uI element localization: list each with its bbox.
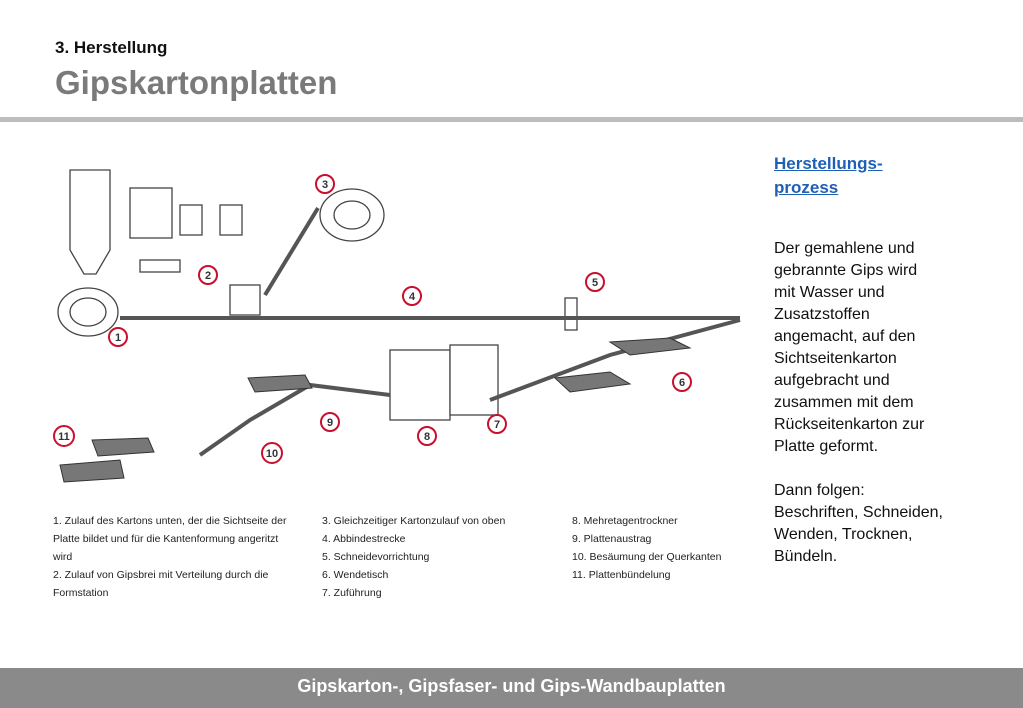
svg-text:1: 1 [115, 332, 121, 344]
footer-text: Gipskarton-, Gipsfaser- und Gips-Wandbau… [297, 676, 726, 696]
page-title: Gipskartonplatten [55, 64, 338, 101]
callout-7: 7 [487, 414, 507, 434]
small-tank-shape-2 [219, 204, 243, 236]
legend-line: 2. Zulauf von Gipsbrei mit Verteilung du… [53, 569, 269, 581]
bundle-stack [59, 459, 125, 483]
dryer-right [449, 344, 499, 416]
svg-text:4: 4 [409, 291, 416, 303]
svg-text:2: 2 [205, 270, 211, 282]
callout-6: 6 [672, 372, 692, 392]
svg-text:9: 9 [327, 417, 333, 429]
footer-bar: Gipskarton-, Gipsfaser- und Gips-Wandbau… [0, 668, 1023, 708]
turn-table-plate [608, 337, 692, 356]
callout-10: 10 [261, 442, 283, 464]
text-line: Sichtseitenkarton [774, 350, 897, 367]
text-line: mit Wasser und [774, 284, 885, 301]
sidebar-description: Der gemahlene und gebrannte Gips wird mi… [774, 238, 984, 590]
lower-roll-inner [69, 297, 107, 327]
svg-text:3: 3 [322, 179, 328, 191]
legend-line: 3. Gleichzeitiger Kartonzulauf von oben [322, 515, 506, 527]
legend-column-2: 3. Gleichzeitiger Kartonzulauf von oben … [322, 512, 505, 602]
text-line: Zusatzstoffen [774, 306, 870, 323]
legend-line: 10. Besäumung der Querkanten [572, 551, 722, 563]
callout-4: 4 [402, 286, 422, 306]
small-tank-shape [179, 204, 203, 236]
text-line: Wenden, Trocknen, [774, 526, 913, 543]
legend-line: 9. Plattenaustrag [572, 533, 652, 545]
legend-line: wird [53, 551, 73, 563]
callout-2: 2 [198, 265, 218, 285]
cutter-shape [564, 297, 578, 331]
sidebar-heading-line-1: Herstellungs- [774, 154, 883, 173]
feed-plate [553, 371, 632, 393]
legend-line: 5. Schneidevorrichtung [322, 551, 430, 563]
sidebar-heading[interactable]: Herstellungs- prozess [774, 152, 883, 200]
legend-column-1: 1. Zulauf des Kartons unten, der die Sic… [53, 512, 286, 602]
silo-shape [69, 169, 111, 275]
sidebar-paragraph-2: Dann folgen: Beschriften, Schneiden, Wen… [774, 480, 984, 568]
svg-text:5: 5 [592, 277, 598, 289]
svg-text:8: 8 [424, 431, 430, 443]
bundle-plate [91, 437, 155, 457]
callout-1: 1 [108, 327, 128, 347]
text-line: Dann folgen: [774, 482, 865, 499]
text-line: zusammen mit dem [774, 394, 914, 411]
text-line: aufgebracht und [774, 372, 890, 389]
callout-5: 5 [585, 272, 605, 292]
text-line: gebrannte Gips wird [774, 262, 918, 279]
return-belt [489, 318, 741, 402]
exit-belt [198, 382, 391, 457]
svg-text:6: 6 [679, 377, 685, 389]
legend-line: 6. Wendetisch [322, 569, 389, 581]
upper-roll-inner [333, 200, 371, 230]
sidebar-paragraph-1: Der gemahlene und gebrannte Gips wird mi… [774, 238, 984, 458]
legend-column-3: 8. Mehretagentrockner 9. Plattenaustrag … [572, 512, 721, 584]
top-paper-feed [263, 206, 320, 297]
legend-line: Formstation [53, 587, 109, 599]
text-line: Der gemahlene und [774, 240, 915, 257]
discharge-plate [247, 374, 313, 393]
legend-line: 1. Zulauf des Kartons unten, der die Sic… [53, 515, 287, 527]
text-line: Bündeln. [774, 548, 838, 565]
title-divider [0, 117, 1023, 122]
legend-line: 8. Mehretagentrockner [572, 515, 678, 527]
legend-line: 11. Plattenbündelung [572, 569, 671, 581]
legend-line: 7. Zuführung [322, 587, 382, 599]
legend-line: 4. Abbindestrecke [322, 533, 406, 545]
text-line: Platte geformt. [774, 438, 879, 455]
tank-shape [129, 187, 173, 239]
mixer-shape [139, 259, 181, 273]
production-line-illustration: 1 2 3 4 5 6 7 8 9 10 11 [53, 169, 741, 483]
text-line: Rückseitenkarton zur [774, 416, 925, 433]
callout-8: 8 [417, 426, 437, 446]
section-label: 3. Herstellung [55, 38, 168, 57]
callout-11: 11 [53, 425, 75, 447]
dryer-left [389, 349, 451, 421]
sidebar-heading-line-2: prozess [774, 178, 839, 197]
text-line: angemacht, auf den [774, 328, 916, 345]
forming-station [229, 284, 261, 316]
svg-text:7: 7 [494, 419, 500, 431]
callout-9: 9 [320, 412, 340, 432]
production-diagram: 1 2 3 4 5 6 7 8 9 10 11 [50, 160, 750, 490]
legend-line: Platte bildet und für die Kantenformung … [53, 533, 279, 545]
callout-3: 3 [315, 174, 335, 194]
text-line: Beschriften, Schneiden, [774, 504, 943, 521]
svg-text:11: 11 [58, 431, 70, 443]
svg-text:10: 10 [266, 448, 278, 460]
